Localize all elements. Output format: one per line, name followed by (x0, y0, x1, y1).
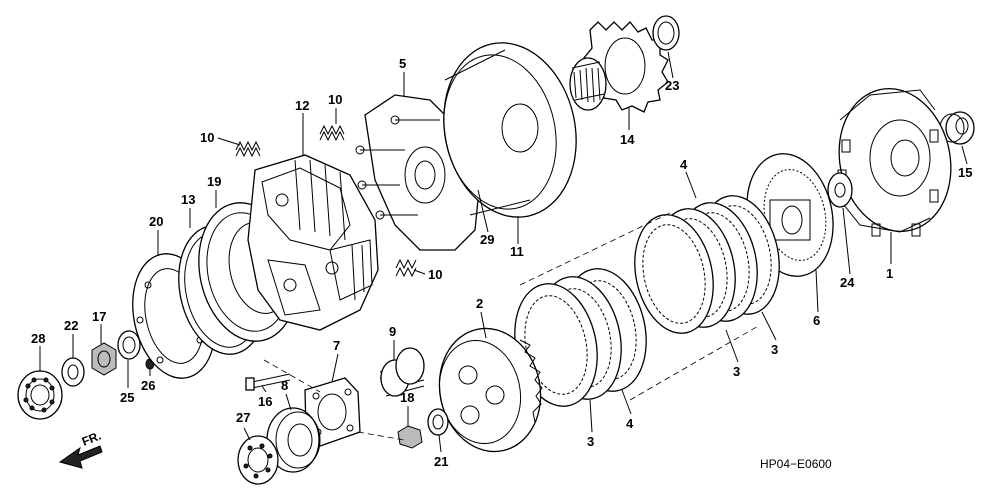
callout-22: 22 (64, 318, 78, 333)
diagram-code: HP04−E0600 (760, 457, 832, 471)
alignment-line-top (519, 211, 673, 286)
alignment-line-plate (357, 431, 405, 441)
part-1-clutch-outer (837, 88, 952, 237)
callout-7: 7 (333, 338, 340, 353)
callout-26: 26 (141, 378, 155, 393)
part-28-bearing (17, 370, 63, 420)
part-9-clutch-springs (379, 347, 425, 397)
callout-4-top: 4 (680, 157, 688, 172)
callout-labels: 28 22 17 25 26 20 13 19 10 12 10 5 10 29… (31, 56, 972, 469)
callout-10-left: 10 (200, 130, 214, 145)
callout-23: 23 (665, 78, 679, 93)
front-direction-arrow: FR. (58, 429, 103, 469)
callout-16: 16 (258, 394, 272, 409)
callout-24: 24 (840, 275, 855, 290)
callout-28: 28 (31, 331, 45, 346)
callout-2: 2 (476, 296, 483, 311)
part-18-nut (397, 425, 423, 449)
callout-20: 20 (149, 214, 163, 229)
part-23-washer (652, 15, 680, 51)
callout-15: 15 (958, 165, 972, 180)
callout-29: 29 (480, 232, 494, 247)
callout-3-right: 3 (771, 342, 778, 357)
callout-17: 17 (92, 309, 106, 324)
callout-5: 5 (399, 56, 406, 71)
alignment-line-bolt (263, 359, 321, 393)
part-21-washer (427, 408, 449, 436)
callout-11: 11 (510, 244, 524, 259)
callout-4-bottom: 4 (626, 416, 634, 431)
callout-27: 27 (236, 410, 250, 425)
alignment-line-bottom (629, 324, 761, 401)
callout-10-bottom: 10 (428, 267, 442, 282)
leader-lines (39, 51, 968, 453)
part-2-pressure-plate (438, 327, 543, 453)
callout-12: 12 (295, 98, 309, 113)
callout-1: 1 (886, 266, 893, 281)
callout-3-mid: 3 (733, 364, 740, 379)
part-17-lock-nut (91, 342, 117, 376)
clutch-disc-stack-left (514, 268, 647, 407)
callout-21: 21 (434, 454, 448, 469)
callout-10-top: 10 (328, 92, 342, 107)
callout-9: 9 (389, 324, 396, 339)
part-14-primary-drive-gear (569, 21, 669, 113)
part-27-bearing (237, 435, 279, 485)
callout-8: 8 (281, 378, 288, 393)
part-10-spring-upper-right (319, 124, 345, 142)
part-24-washer (827, 172, 853, 208)
part-16-bolt (245, 373, 291, 391)
part-15-collar (939, 111, 975, 145)
callout-13: 13 (181, 192, 195, 207)
svg-text:FR.: FR. (80, 429, 103, 449)
callout-6: 6 (813, 313, 820, 328)
part-12-centrifugal-clutch (247, 154, 379, 331)
part-8-oil-seal (266, 407, 321, 473)
part-10-spring-lower (395, 258, 417, 278)
clutch-disc-stack-right (634, 195, 780, 334)
part-11-clutch-outer-drum (443, 42, 577, 218)
callout-19: 19 (207, 174, 221, 189)
callout-14: 14 (620, 132, 635, 147)
part-10-spring-upper-left (235, 140, 261, 158)
callout-25: 25 (120, 390, 134, 405)
callout-3-bottom: 3 (587, 434, 594, 449)
part-22-washer (61, 357, 85, 387)
callout-18: 18 (400, 390, 414, 405)
part-25-washer (117, 330, 141, 360)
